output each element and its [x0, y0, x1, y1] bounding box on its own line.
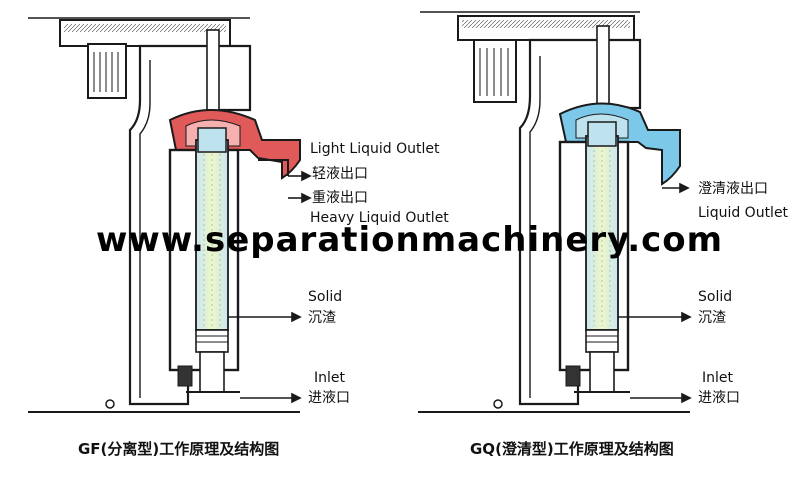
- gf-solid-zone: [195, 329, 229, 353]
- watermark-text: www.separationmachinery.com: [96, 220, 724, 260]
- gf-heavy-outlet-cn: 重液出口: [312, 190, 368, 206]
- gf-inlet-valve: [177, 365, 193, 387]
- gf-light-outlet-pipe: [258, 159, 289, 176]
- gf-light-outlet-en: Light Liquid Outlet: [310, 141, 440, 157]
- gq-centrifuge: [418, 11, 692, 413]
- gf-inlet-assembly: [199, 351, 225, 393]
- gq-caption: GQ(澄清型)工作原理及结构图: [470, 440, 674, 458]
- gq-solid-zone: [585, 329, 619, 353]
- gf-solid-en: Solid: [308, 289, 343, 305]
- gq-solid-cn: 沉渣: [698, 310, 726, 326]
- gq-inlet-assembly: [589, 351, 615, 393]
- gf-inlet-cn: 进液口: [308, 390, 350, 406]
- gf-caption: GF(分离型)工作原理及结构图: [78, 440, 280, 458]
- gf-solid-cn: 沉渣: [308, 310, 336, 326]
- gq-outlet-en: Liquid Outlet: [698, 205, 789, 221]
- gq-outlet-cn: 澄清液出口: [698, 181, 768, 197]
- gq-inlet-cn: 进液口: [698, 390, 740, 406]
- gq-inlet-valve: [565, 365, 581, 387]
- gf-arrows: [228, 170, 312, 404]
- gq-arrows: [618, 182, 692, 404]
- gf-inlet-en: Inlet: [314, 370, 345, 386]
- gf-heavy-outlet-en: Heavy Liquid Outlet: [310, 210, 449, 226]
- gf-spindle: [206, 29, 220, 121]
- gq-inlet-en: Inlet: [702, 370, 733, 386]
- gq-bowl: [585, 135, 619, 331]
- gq-motor: [473, 39, 517, 103]
- gq-solid-en: Solid: [698, 289, 733, 305]
- gf-centrifuge: [28, 17, 312, 413]
- gf-light-outlet-cn: 轻液出口: [312, 166, 368, 182]
- gf-belt-frame: [59, 19, 231, 47]
